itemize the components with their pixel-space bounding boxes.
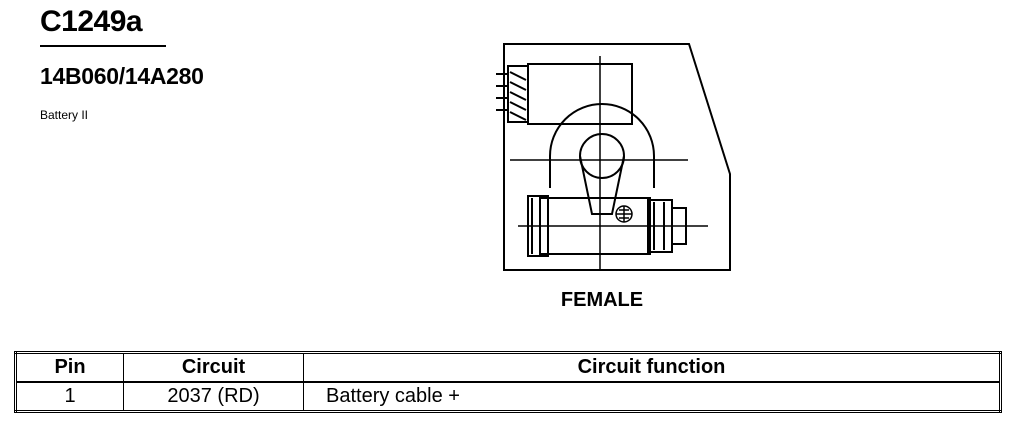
title-underline: [40, 45, 166, 47]
cable-strands: [496, 65, 529, 123]
cell-pin: 1: [15, 381, 124, 412]
cell-circuit: 2037 (RD): [123, 381, 304, 412]
connector-title: C1249a: [40, 5, 143, 38]
connector-description: Battery II: [40, 108, 89, 122]
battery-terminal-connector-drawing: [496, 43, 731, 271]
housing-outline: [503, 43, 731, 271]
part-number: 14B060/14A280: [40, 63, 204, 89]
header-circuit-function: Circuit function: [303, 352, 1001, 383]
view-label: FEMALE: [560, 289, 644, 311]
center-lines: [510, 56, 708, 270]
table-row: 1 2037 (RD) Battery cable +: [15, 381, 1001, 412]
ground-symbol: [615, 205, 633, 223]
header-pin: Pin: [15, 352, 124, 383]
table-header-row: Pin Circuit Circuit function: [15, 352, 1001, 383]
cell-circuit-function: Battery cable +: [303, 381, 1001, 412]
header-circuit: Circuit: [123, 352, 304, 383]
pin-table: Pin Circuit Circuit function 1 2037 (RD)…: [14, 351, 1002, 413]
